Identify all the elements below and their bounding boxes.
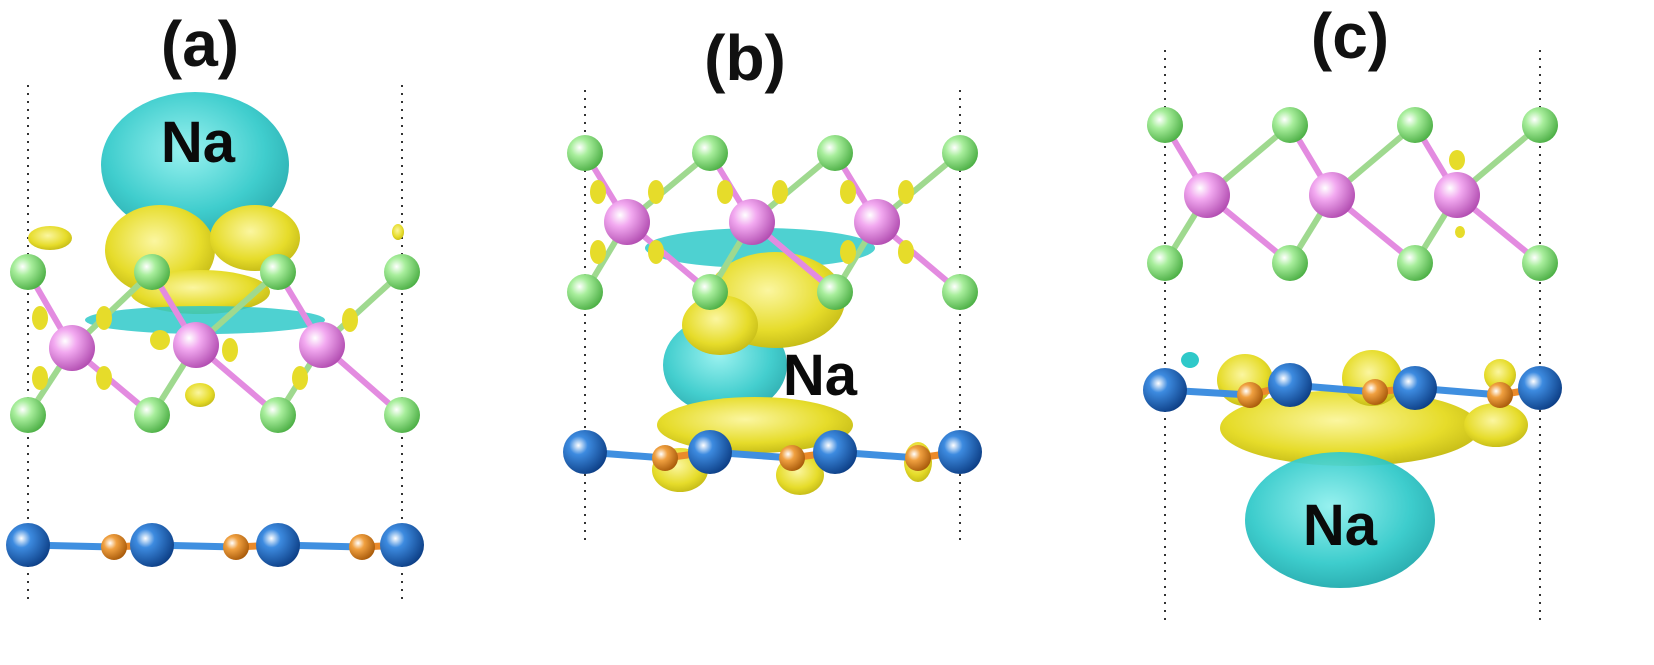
atom-label-na-a: Na [161, 110, 236, 175]
d-orbital-lobes [32, 306, 358, 390]
panel-c: (c) [1143, 0, 1562, 620]
halogen-atoms [10, 254, 420, 433]
d-orbital-lobes [1449, 150, 1465, 238]
atom-label-na-c: Na [1303, 493, 1378, 558]
halogen-atoms [567, 135, 978, 310]
charge-depletion-na [101, 92, 289, 238]
panel-label-c: (c) [1311, 0, 1389, 72]
panel-a: (a) [6, 8, 424, 600]
panel-label-b: (b) [704, 22, 786, 94]
metal-atoms [604, 199, 900, 245]
charge-depletion-layer [645, 228, 875, 268]
substrate-layer [563, 430, 982, 474]
atom-label-na-b: Na [783, 343, 858, 408]
substrate-layer [6, 523, 424, 567]
charge-accumulation-region [1181, 350, 1528, 466]
d-orbital-lobes [590, 180, 914, 264]
charge-depletion-na [1245, 452, 1435, 588]
metal-atoms [1184, 172, 1480, 218]
substrate-layer [1143, 363, 1562, 412]
charge-depletion-layer [85, 306, 325, 334]
halogen-atoms [1147, 107, 1558, 281]
panel-b: (b) [563, 22, 982, 540]
metal-atoms [49, 322, 345, 371]
charge-accumulation-region [28, 205, 404, 407]
panel-label-a: (a) [161, 8, 239, 80]
